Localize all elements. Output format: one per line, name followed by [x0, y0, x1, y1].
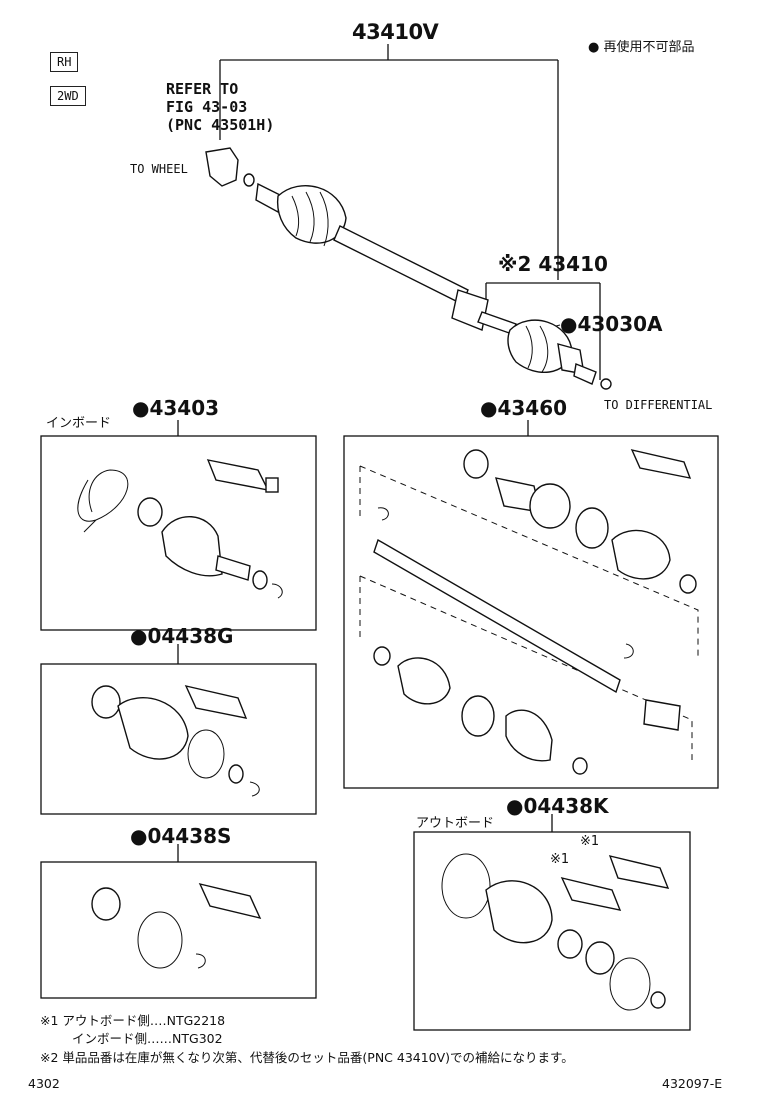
ring-b — [679, 574, 697, 594]
ring-a — [463, 449, 489, 479]
pnc-04438s: ●04438S — [130, 824, 232, 848]
clip-s — [195, 953, 206, 969]
drive-shaft-assembly — [205, 147, 612, 390]
box-04438k — [413, 831, 691, 1031]
inner-joint-c — [505, 709, 553, 762]
label-to-differential: TO DIFFERENTIAL — [604, 398, 713, 412]
grease-tube-k2 — [608, 855, 670, 889]
refer-line-3: (PNC 43501H) — [166, 116, 275, 134]
footer-page: 4302 — [28, 1076, 60, 1091]
inner-spline — [573, 363, 597, 385]
ring-c — [373, 646, 391, 666]
hub-nut — [205, 147, 239, 187]
clip — [271, 583, 283, 599]
label-inboard: インボード — [46, 416, 112, 431]
pnc-04438g: ●04438G — [130, 624, 234, 648]
clip-g — [249, 781, 260, 797]
mark-1-lower: ※1 — [550, 852, 570, 867]
inner-boot — [507, 319, 573, 374]
kit-43403-parts — [77, 459, 283, 599]
boot-k — [485, 880, 553, 944]
boot-c — [397, 657, 451, 705]
mark-1-upper: ※1 — [580, 834, 600, 849]
footer-figure-id: 432097-E — [662, 1076, 723, 1091]
kit-04438g-parts — [91, 684, 260, 797]
ring-g — [228, 764, 244, 784]
bar-shaft — [373, 538, 621, 694]
shaft-bar — [333, 225, 469, 305]
ring-d — [572, 757, 588, 775]
legend-non-reusable: ● 再使用不可部品 — [588, 40, 695, 55]
band-g1 — [91, 685, 121, 719]
clip-b — [623, 643, 634, 659]
pnc-43410v: 43410V — [352, 20, 439, 44]
note-1-inboard: インボード側‥‥‥NTG302 — [72, 1031, 223, 1046]
note-2: ※2 単品品番は在庫が無くなり次第、代替後のセット品番(PNC 43410V)で… — [40, 1050, 574, 1065]
grease-tube — [206, 459, 270, 491]
leader-43410 — [485, 282, 601, 380]
box-04438g — [40, 663, 317, 815]
band-k3 — [585, 941, 615, 975]
boot-band-large — [77, 469, 129, 533]
box-43403 — [40, 435, 317, 631]
refer-line-1: REFER TO — [166, 80, 239, 98]
note-1-outboard: ※1 アウトボード側‥‥NTG2218 — [40, 1013, 226, 1028]
ring — [252, 570, 268, 590]
leader-43410v — [219, 44, 559, 280]
dash-lower — [359, 575, 693, 760]
kit-43460-parts — [359, 449, 699, 775]
inner-boot-ribs — [525, 325, 549, 373]
dash-upper — [359, 465, 699, 660]
outer-boot-ribs — [291, 191, 329, 247]
label-outboard: アウトボード — [416, 816, 495, 831]
band-c — [461, 695, 495, 737]
snap-ring — [600, 378, 612, 390]
refer-to: REFER TO FIG 43-03 (PNC 43501H) — [166, 80, 274, 134]
washer — [243, 173, 255, 187]
band-s1 — [91, 887, 121, 921]
band-k2 — [557, 929, 583, 959]
pnc-43410: ※2 43410 — [498, 252, 608, 276]
boot-a — [611, 529, 671, 580]
tag-rh: RH — [50, 52, 79, 72]
kit-04438s-parts — [91, 882, 262, 969]
grease-tube-g — [184, 684, 248, 719]
pnc-43460: ●43460 — [480, 396, 568, 420]
refer-line-2: FIG 43-03 — [166, 98, 248, 116]
inboard-spline — [215, 555, 251, 581]
pnc-04438k: ●04438K — [506, 794, 609, 818]
band-a — [575, 507, 609, 549]
band-s2 — [137, 911, 183, 969]
kit-04438k-parts — [441, 853, 670, 1011]
outer-joint-a — [529, 483, 571, 529]
clip-a — [377, 507, 389, 521]
boot-band-small — [137, 497, 163, 527]
ring-k — [650, 991, 666, 1009]
band-g2 — [187, 729, 225, 779]
grease-tube-k1 — [560, 876, 622, 911]
boot-g — [117, 697, 189, 760]
band-k1 — [441, 853, 491, 919]
label-to-wheel: TO WHEEL — [130, 162, 188, 176]
damper-b — [643, 699, 681, 731]
box-43460 — [343, 435, 719, 789]
pnc-43403: ●43403 — [132, 396, 220, 420]
grease-tube-a — [630, 449, 692, 479]
pnc-43030a: ●43030A — [560, 312, 663, 336]
box-04438s — [40, 861, 317, 999]
band-k4 — [609, 957, 651, 1011]
grease-tube-s — [198, 882, 262, 920]
grease-cap — [265, 477, 279, 493]
tag-2wd: 2WD — [50, 86, 86, 106]
inboard-joint — [161, 516, 223, 577]
